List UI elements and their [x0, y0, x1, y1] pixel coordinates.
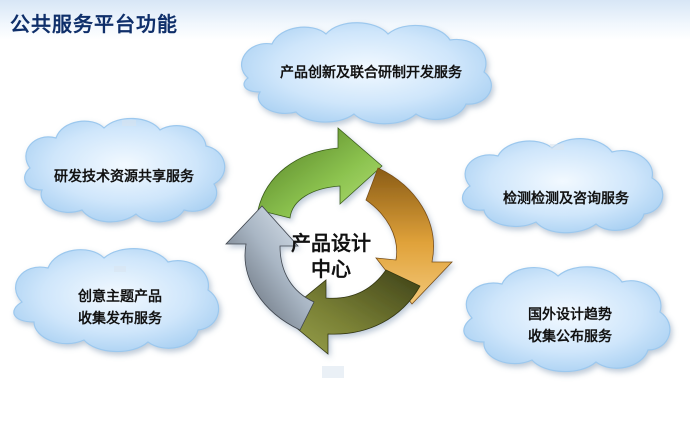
center-line1: 产品设计 — [291, 231, 371, 255]
ghost-marks — [114, 120, 564, 378]
service-2-line1: 研发技术资源共享服务 — [54, 169, 194, 185]
service-5-line1: 国外设计趋势 — [528, 307, 612, 323]
center-label: 产品设计 中心 — [276, 230, 386, 282]
arrow-green — [257, 127, 383, 219]
arrow-steel — [225, 205, 315, 331]
service-4-line2: 收集发布服务 — [78, 311, 162, 327]
service-5-line2: 收集公布服务 — [528, 329, 612, 345]
arrow-olive — [281, 269, 421, 355]
service-4-line1: 创意主题产品 — [78, 289, 162, 305]
center-line2: 中心 — [311, 257, 351, 281]
service-1-line1: 产品创新及联合研制开发服务 — [280, 65, 462, 81]
cloud-foreign-design-trends — [463, 266, 671, 373]
cloud-testing-consulting — [461, 138, 664, 234]
service-label-5: 国外设计趋势 收集公布服务 — [480, 304, 660, 348]
service-label-3: 检测检测及咨询服务 — [476, 188, 656, 210]
service-label-2: 研发技术资源共享服务 — [34, 166, 214, 188]
service-label-1: 产品创新及联合研制开发服务 — [252, 62, 490, 84]
cloud-tech-resource-sharing — [24, 117, 226, 223]
service-label-4: 创意主题产品 收集发布服务 — [30, 286, 210, 330]
cloud-product-innovation — [241, 22, 492, 125]
service-3-line1: 检测检测及咨询服务 — [503, 191, 629, 207]
arrow-orange — [365, 167, 453, 305]
page-title: 公共服务平台功能 — [10, 12, 178, 36]
cycle-arrows — [225, 127, 453, 355]
cloud-creative-theme-products — [13, 248, 220, 353]
